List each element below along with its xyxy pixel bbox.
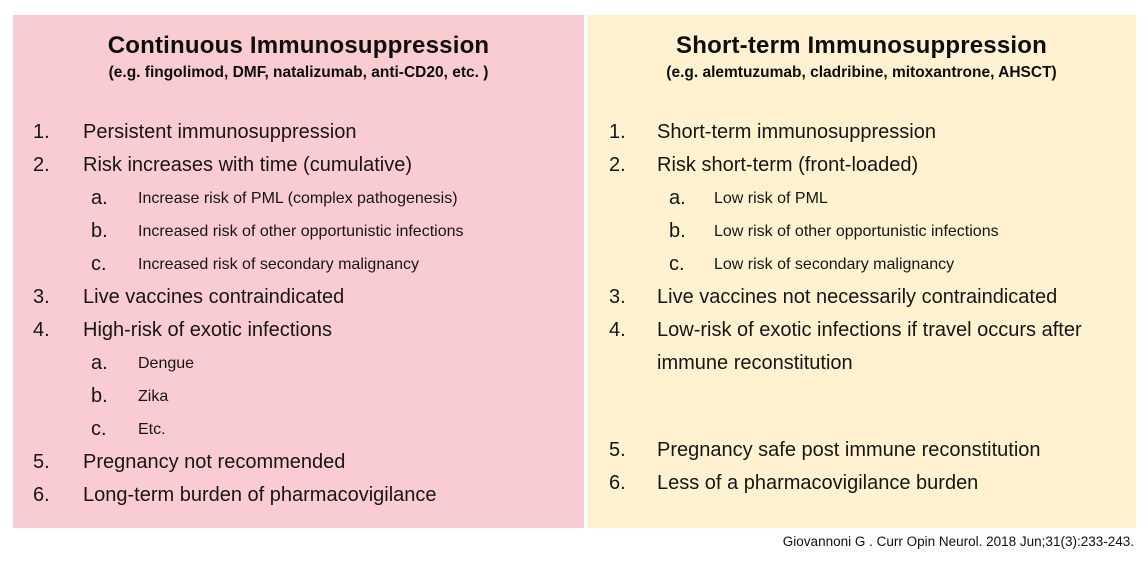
list-item: 2. Risk short-term (front-loaded) xyxy=(587,149,1136,182)
list-item: 6. Long-term burden of pharmacovigilance xyxy=(13,479,584,512)
subitem-text: Increased risk of other opportunistic in… xyxy=(138,223,464,240)
numbered-list: 1. Short-term immunosuppression 2. Risk sho… xyxy=(587,116,1136,500)
subitem-text: Low risk of secondary malignancy xyxy=(714,256,955,273)
subitem-letter: a. xyxy=(91,187,108,209)
subitem-letter: c. xyxy=(91,418,107,440)
item-text: Risk short-term (front-loaded) xyxy=(657,154,919,176)
subitem-letter: b. xyxy=(91,220,108,242)
subitem-text: Low risk of other opportunistic infectio… xyxy=(714,223,999,240)
item-text: Persistent immunosuppression xyxy=(83,121,357,143)
item-text: Risk increases with time (cumulative) xyxy=(83,154,412,176)
list-item: 4. High-risk of exotic infections xyxy=(13,314,584,347)
subitem-letter: a. xyxy=(669,187,686,209)
item-number: 3. xyxy=(33,286,50,308)
item-text: Live vaccines contraindicated xyxy=(83,286,345,308)
item-number: 1. xyxy=(33,121,50,143)
panel-header: Continuous Immunosuppression (e.g. fingo… xyxy=(13,15,584,86)
numbered-list: 1. Persistent immunosuppression 2. Risk inc… xyxy=(13,116,584,512)
sub-list-item: a. Low risk of PML xyxy=(669,182,1136,215)
sub-list-item: c. Etc. xyxy=(91,413,584,446)
item-number: 6. xyxy=(609,472,626,494)
panel-continuous-immunosuppression: Continuous Immunosuppression (e.g. fingo… xyxy=(13,15,584,528)
subitem-text: Zika xyxy=(138,388,169,405)
item-text: Low-risk of exotic infections if travel … xyxy=(657,319,1082,374)
item-number: 3. xyxy=(609,286,626,308)
subitem-letter: b. xyxy=(91,385,108,407)
list-item: 4. Low-risk of exotic infections if trave… xyxy=(587,314,1136,380)
sub-list-item: a. Dengue xyxy=(91,347,584,380)
sub-list-item: c. Increased risk of secondary malignancy xyxy=(91,248,584,281)
subitem-text: Etc. xyxy=(138,421,166,438)
item-number: 6. xyxy=(33,484,50,506)
panel-title: Short-term Immunosuppression xyxy=(676,32,1047,59)
subitem-letter: a. xyxy=(91,352,108,374)
list-item: 2. Risk increases with time (cumulative) xyxy=(13,149,584,182)
subitem-text: Dengue xyxy=(138,355,195,372)
subitem-text: Increased risk of secondary malignancy xyxy=(138,256,420,273)
subitem-letter: b. xyxy=(669,220,686,242)
item-text: Pregnancy not recommended xyxy=(83,451,346,473)
panel-title: Continuous Immunosuppression xyxy=(107,32,490,59)
sub-list-item: b. Increased risk of other opportunistic … xyxy=(91,215,584,248)
item-number: 4. xyxy=(33,319,50,341)
item-text: Pregnancy safe post immune reconstitutio… xyxy=(657,439,1041,461)
panel-subtitle: (e.g. fingolimod, DMF, natalizumab, anti… xyxy=(108,64,489,81)
panel-subtitle: (e.g. alemtuzumab, cladribine, mitoxantr… xyxy=(666,64,1057,81)
item-text: High-risk of exotic infections xyxy=(83,319,332,341)
item-number: 4. xyxy=(609,319,626,341)
list-item: 5. Pregnancy not recommended xyxy=(13,446,584,479)
subitem-text: Low risk of PML xyxy=(714,190,828,207)
sub-list-item: a. Increase risk of PML (complex pathogen… xyxy=(91,182,584,215)
item-number: 2. xyxy=(33,154,50,176)
sub-list-item: b. Low risk of other opportunistic infect… xyxy=(669,215,1136,248)
item-text: Long-term burden of pharmacovigilance xyxy=(83,484,437,506)
citation-reference: Giovannoni G . Curr Opin Neurol. 2018 Ju… xyxy=(782,534,1134,549)
item-number: 2. xyxy=(609,154,626,176)
item-text: Live vaccines not necessarily contraindi… xyxy=(657,286,1058,308)
item-text: Short-term immunosuppression xyxy=(657,121,936,143)
item-number: 5. xyxy=(609,439,626,461)
subitem-letter: c. xyxy=(669,253,685,275)
item-number: 5. xyxy=(33,451,50,473)
list-item: 3. Live vaccines contraindicated xyxy=(13,281,584,314)
list-item: 1. Persistent immunosuppression xyxy=(13,116,584,149)
list-item: 5. Pregnancy safe post immune reconstitut… xyxy=(587,434,1136,467)
panels-container: Continuous Immunosuppression (e.g. fingo… xyxy=(13,15,1136,528)
list-item: 1. Short-term immunosuppression xyxy=(587,116,1136,149)
item-number: 1. xyxy=(609,121,626,143)
panel-header: Short-term Immunosuppression (e.g. alemt… xyxy=(587,15,1136,86)
list-item: 3. Live vaccines not necessarily contrain… xyxy=(587,281,1136,314)
list-item: 6. Less of a pharmacovigilance burden xyxy=(587,467,1136,500)
panel-short-term-immunosuppression: Short-term Immunosuppression (e.g. alemt… xyxy=(587,15,1136,528)
subitem-letter: c. xyxy=(91,253,107,275)
sub-list-item: b. Zika xyxy=(91,380,584,413)
item-text: Less of a pharmacovigilance burden xyxy=(657,472,979,494)
sub-list-item: c. Low risk of secondary malignancy xyxy=(669,248,1136,281)
subitem-text: Increase risk of PML (complex pathogenes… xyxy=(138,190,458,207)
